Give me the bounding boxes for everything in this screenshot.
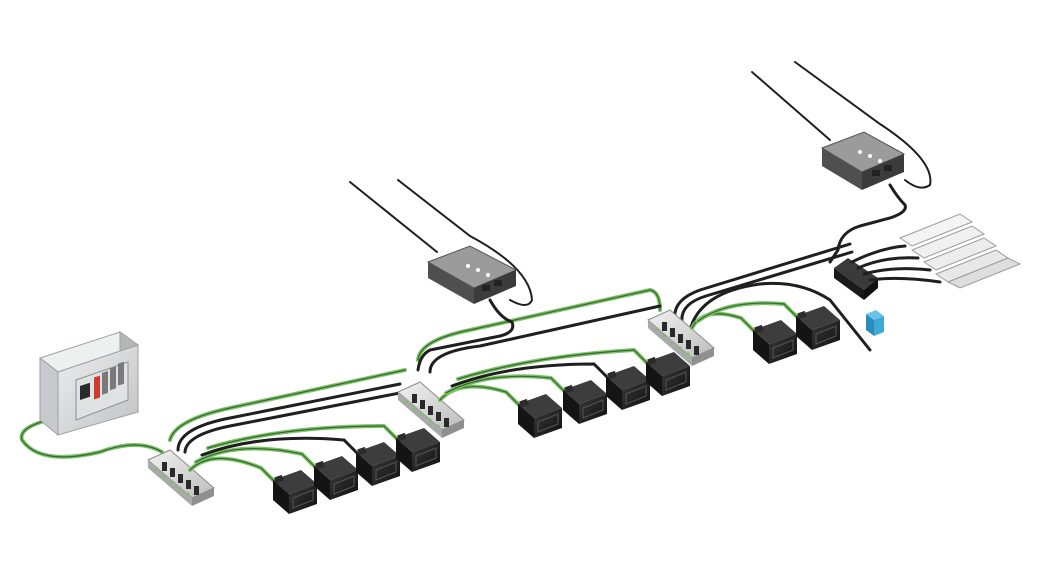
actuator-8 — [456, 347, 690, 396]
actuator-icon — [563, 380, 607, 424]
actuator-5 — [438, 384, 562, 438]
power-psu1-to-dist1 — [176, 382, 402, 452]
sensor — [866, 310, 884, 336]
distributors — [147, 309, 715, 506]
mains-cable-center-b — [397, 179, 534, 306]
power-supply-icon — [858, 150, 892, 176]
actuator-3 — [200, 436, 400, 486]
distributor-3 — [647, 309, 715, 366]
black-power-cables — [176, 183, 907, 454]
mains-cables — [349, 61, 932, 306]
sensor-cable — [688, 281, 872, 352]
mains-cable-center-a — [349, 181, 438, 253]
actuator-7 — [450, 362, 650, 410]
valve-terminal — [850, 213, 1022, 289]
distributor-icon — [654, 322, 699, 356]
actuator-2 — [194, 446, 358, 500]
mains-cable-right-b — [794, 61, 932, 189]
distributor-2 — [397, 381, 465, 438]
actuator-icon — [646, 352, 690, 396]
power-psu1-down — [416, 298, 515, 372]
actuator-icon — [606, 366, 650, 410]
hub-module — [834, 258, 878, 300]
power-dist2-to-dist3 — [428, 304, 662, 374]
actuator-6 — [444, 374, 607, 424]
mains-cable-right-a — [751, 71, 831, 141]
actuators — [188, 301, 840, 514]
actuator-icon — [396, 428, 440, 472]
power-supply-icon — [466, 264, 502, 291]
actuator-10 — [696, 301, 840, 350]
actuator-icon — [753, 320, 797, 364]
power-to-dist3-b — [680, 250, 854, 324]
actuator-icon — [796, 306, 840, 350]
distributor-1 — [147, 449, 215, 506]
actuator-1 — [188, 456, 317, 514]
sensor-icon — [866, 310, 884, 336]
power-psu2-down — [828, 183, 907, 264]
actuator-icon — [314, 456, 358, 500]
control-cabinet-icon — [80, 361, 124, 401]
power-supply-right — [820, 131, 906, 190]
distributor-icon — [154, 462, 199, 496]
green-bus-cables — [19, 288, 662, 459]
distributor-icon — [404, 394, 449, 428]
power-psu1-to-dist1-b — [183, 390, 407, 454]
power-supply-center — [426, 245, 518, 304]
control-cabinet — [38, 331, 140, 437]
valve-terminal-icon — [898, 213, 1022, 289]
actuator-4 — [206, 423, 440, 472]
actuator-icon — [273, 470, 317, 514]
actuator-icon — [518, 394, 562, 438]
actuator-icon — [356, 442, 400, 486]
